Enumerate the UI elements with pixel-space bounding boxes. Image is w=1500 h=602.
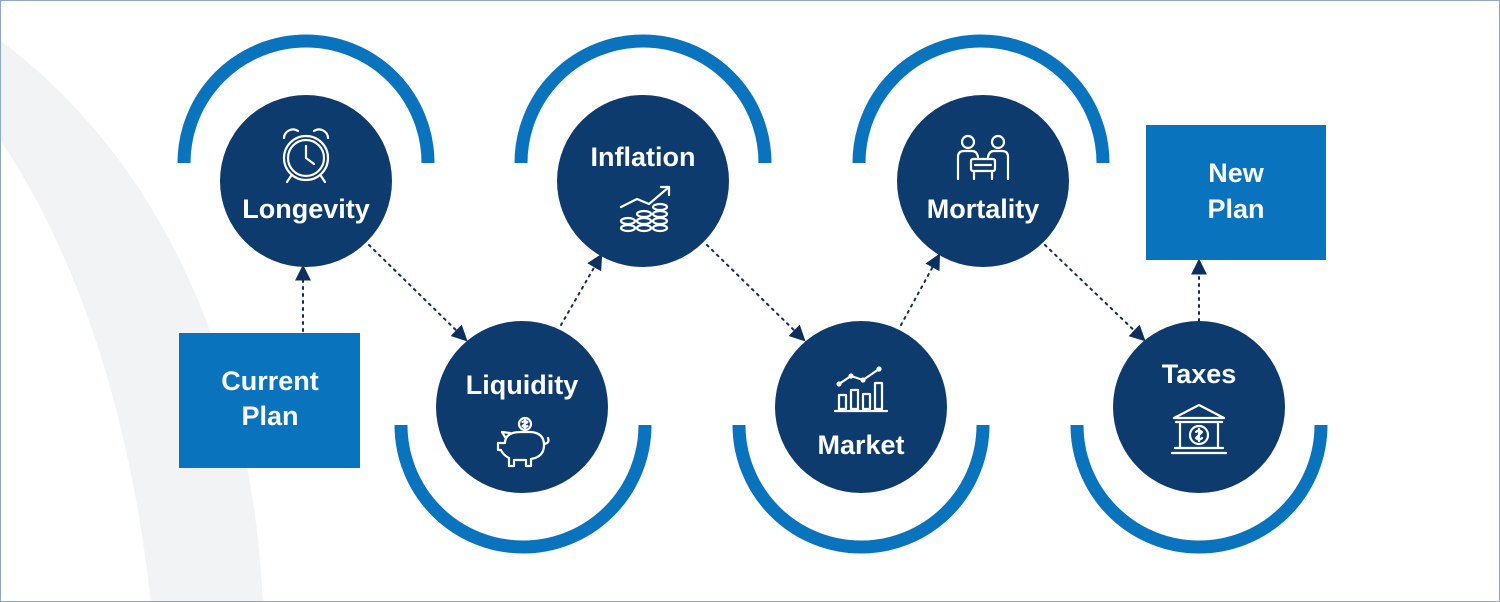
inflation-top-arc	[514, 34, 772, 164]
bank-building-icon	[1170, 403, 1228, 455]
current-plan-label-line2: Plan	[241, 401, 298, 431]
market-bottom-arc	[732, 424, 990, 554]
longevity-label: Longevity	[242, 194, 370, 224]
longevity-top-arc	[177, 34, 435, 164]
current-plan-box: Current Plan	[179, 333, 360, 468]
mortality-top-arc	[852, 34, 1110, 164]
node-taxes: Taxes	[1113, 321, 1285, 493]
liquidity-label: Liquidity	[466, 370, 578, 400]
connector-liquidity-to-inflation	[560, 253, 603, 326]
node-liquidity: Liquidity	[436, 321, 608, 493]
mortality-label: Mortality	[927, 194, 1040, 224]
inflation-label: Inflation	[591, 142, 696, 172]
connector-mortality-to-taxes	[1044, 244, 1146, 342]
connector-market-to-mortality	[900, 253, 941, 326]
new-plan-label-line2: Plan	[1207, 194, 1264, 224]
taxes-label: Taxes	[1162, 359, 1237, 389]
liquidity-bottom-arc	[394, 424, 652, 554]
piggy-bank-icon	[496, 416, 550, 468]
couple-at-table-icon	[956, 134, 1010, 181]
new-plan-box: New Plan	[1146, 125, 1326, 260]
taxes-bottom-arc	[1070, 424, 1328, 554]
node-inflation: Inflation	[557, 95, 729, 267]
node-market: Market	[775, 321, 947, 493]
alarm-clock-icon	[282, 128, 330, 184]
node-mortality: Mortality	[897, 95, 1069, 267]
bar-line-chart-icon	[833, 366, 889, 413]
connector-inflation-to-market	[706, 244, 806, 342]
rising-coins-chart-icon	[619, 185, 671, 233]
background-swoosh	[1, 41, 263, 601]
current-plan-label-line1: Current	[221, 366, 319, 396]
node-longevity: Longevity	[220, 95, 392, 267]
connector-longevity-to-liquidity	[368, 244, 468, 342]
market-label: Market	[817, 430, 904, 460]
new-plan-label-line1: New	[1208, 158, 1265, 188]
